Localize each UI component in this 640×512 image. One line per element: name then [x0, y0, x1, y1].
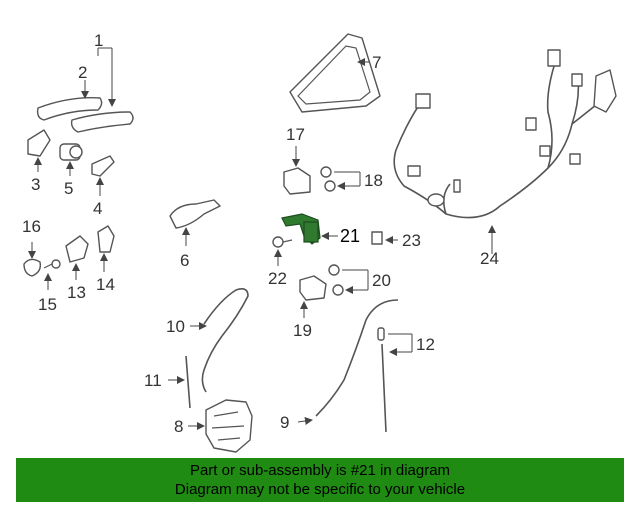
callout-16: 16 — [22, 217, 41, 236]
part-plate-14 — [97, 225, 115, 253]
part-wiring-harness — [393, 49, 617, 219]
part-cable-9 — [315, 299, 399, 417]
callout-8: 8 — [174, 417, 183, 436]
callout-5: 5 — [64, 179, 73, 198]
part-door-check-21 — [281, 213, 321, 245]
part-lower-hinge — [299, 275, 327, 301]
part-bracket-13 — [65, 235, 89, 263]
callout-9: 9 — [280, 413, 289, 432]
part-outside-handle — [36, 97, 134, 133]
part-lock-cylinder — [59, 143, 83, 161]
callout-15: 15 — [38, 295, 57, 314]
callout-4: 4 — [93, 199, 102, 218]
banner-line-1: Part or sub-assembly is #21 in diagram — [189, 462, 451, 479]
callout-21: 21 — [340, 226, 360, 246]
callout-22: 22 — [268, 269, 287, 288]
banner-line-2: Diagram may not be specific to your vehi… — [174, 481, 466, 498]
part-hinge-bolts-18 — [320, 166, 336, 192]
part-clip-23 — [371, 231, 383, 245]
callout-11: 11 — [144, 371, 162, 390]
callout-20: 20 — [372, 271, 391, 290]
part-inside-handle — [169, 199, 221, 229]
callout-19: 19 — [293, 321, 312, 340]
part-handle-pad — [91, 155, 115, 177]
callout-6: 6 — [180, 251, 189, 270]
part-rod-12 — [377, 327, 387, 433]
callout-14: 14 — [96, 275, 115, 294]
part-window-panel — [289, 33, 381, 113]
callout-1: 1 — [94, 31, 103, 50]
part-door-latch — [205, 399, 253, 453]
callout-17: 17 — [286, 125, 305, 144]
part-upper-hinge — [283, 167, 311, 195]
parts-diagram: 1 2 3 5 4 16 15 13 14 6 7 17 18 — [22, 31, 617, 453]
part-hinge-bolts-20 — [328, 264, 344, 296]
part-info-banner: Part or sub-assembly is #21 in diagram D… — [16, 458, 624, 502]
part-bolt-22 — [272, 236, 284, 248]
part-cable-10 — [201, 288, 249, 393]
callout-2: 2 — [78, 63, 87, 82]
callout-23: 23 — [402, 231, 421, 250]
callout-7: 7 — [372, 53, 381, 72]
part-bolt-15 — [43, 259, 61, 269]
part-handle-cover — [27, 129, 51, 157]
callout-24: 24 — [480, 249, 499, 268]
callout-3: 3 — [31, 175, 40, 194]
callout-10: 10 — [166, 317, 185, 336]
callout-18: 18 — [364, 171, 383, 190]
part-seal-ring — [23, 258, 42, 277]
callout-12: 12 — [416, 335, 435, 354]
part-rod-11 — [185, 355, 191, 409]
callout-13: 13 — [67, 283, 86, 302]
